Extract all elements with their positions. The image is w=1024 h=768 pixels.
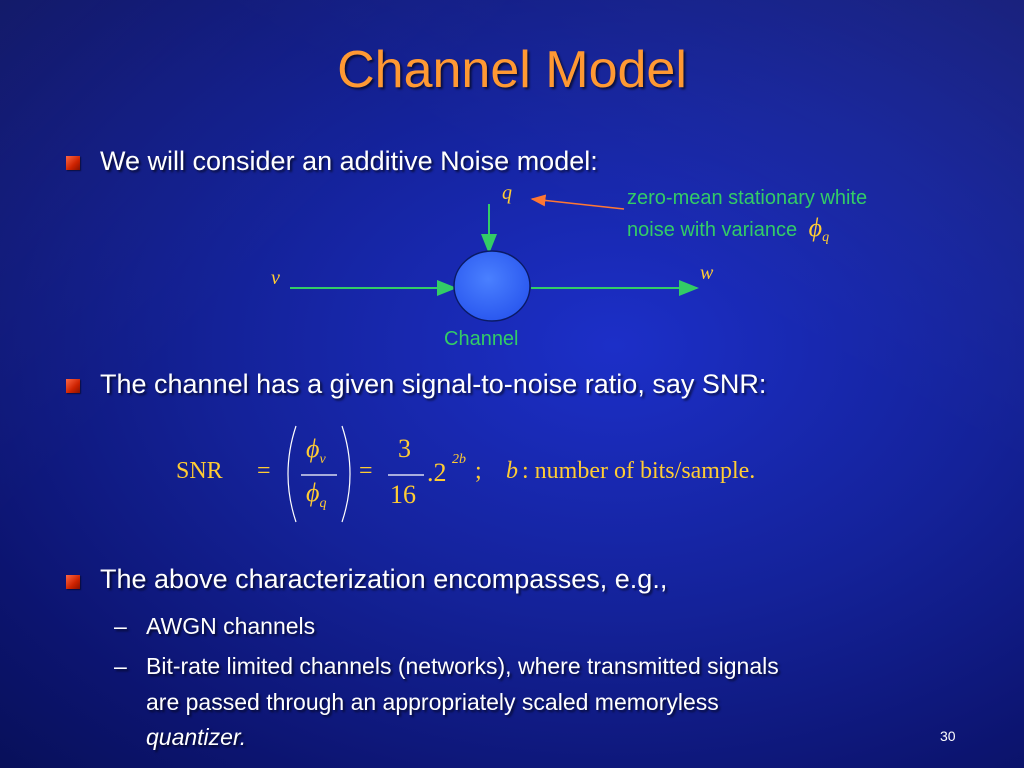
slide-title: Channel Model <box>337 41 687 99</box>
sub-bullet-bitrate-line2: are passed through an appropriately scal… <box>146 689 719 715</box>
noise-note-line2-row: noise with variance ϕq <box>627 213 867 253</box>
noise-label-q: q <box>502 182 512 204</box>
bullet-marker <box>66 156 80 170</box>
output-label-w: w <box>700 262 714 284</box>
channel-circle <box>453 250 531 322</box>
formula-left-paren <box>287 425 297 523</box>
sub-bullet-bitrate-line3: quantizer. <box>146 724 247 750</box>
page-number: 30 <box>940 728 956 744</box>
phi-q-subscript: q <box>822 230 830 245</box>
bullet-marker <box>66 575 80 589</box>
noise-note: zero-mean stationary white noise with va… <box>627 183 867 253</box>
note-pointer-arrow <box>530 194 625 210</box>
bullet-marker <box>66 379 80 393</box>
sub-bullet-bitrate-line1: Bit-rate limited channels (networks), wh… <box>146 653 779 679</box>
formula-right-paren <box>341 425 351 523</box>
bullet-text-encompasses: The above characterization encompasses, … <box>100 564 668 594</box>
channel-label: Channel <box>444 328 519 350</box>
input-label-v: v <box>271 267 280 289</box>
bullet-text-snr: The channel has a given signal-to-noise … <box>100 369 767 399</box>
noise-note-line2: noise with variance <box>627 219 798 241</box>
sub-bullet-awgn-text: AWGN channels <box>146 613 316 639</box>
noise-note-line1: zero-mean stationary white <box>627 187 868 209</box>
phi-q-symbol: ϕ <box>808 213 823 242</box>
bullet-text-noise-model: We will consider an additive Noise model… <box>100 146 598 176</box>
sub-bullet-dash: – <box>114 613 127 639</box>
sub-bullet-dash: – <box>114 653 127 679</box>
